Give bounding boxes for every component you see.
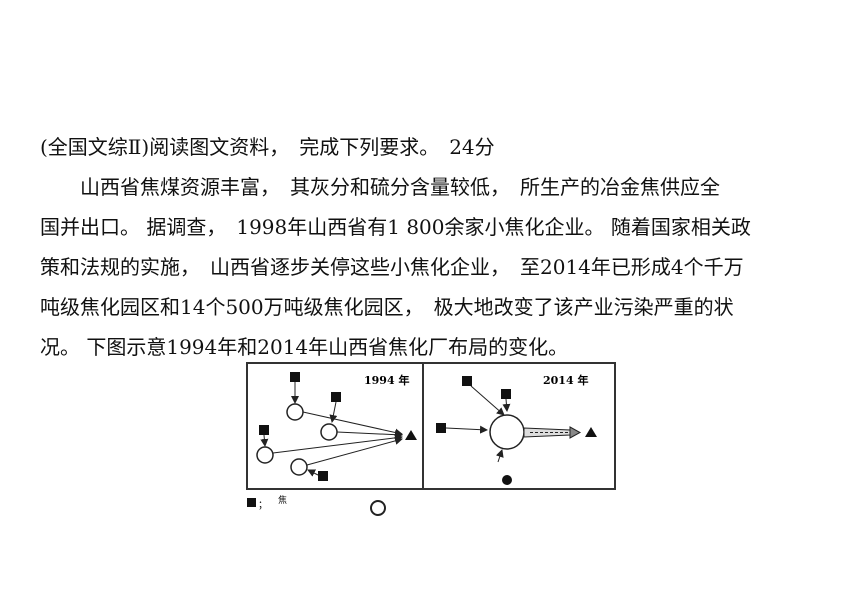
small-coking-plant-icon xyxy=(290,458,308,476)
paragraph-line-5: 况。 下图示意1994年和2014年山西省焦化厂布局的变化。 xyxy=(40,335,569,359)
coal-mine-icon xyxy=(331,392,341,402)
coal-mine-icon xyxy=(462,376,472,386)
small-coking-plant-icon xyxy=(320,423,338,441)
coal-mine-icon xyxy=(318,471,328,481)
legend-circle-icon xyxy=(370,500,386,516)
black-dot-icon xyxy=(502,475,512,485)
coal-mine-icon xyxy=(501,389,511,399)
coal-mine-icon xyxy=(436,423,446,433)
coking-park-icon xyxy=(489,414,525,450)
coal-mine-icon xyxy=(290,372,300,382)
paragraph-line-3: 策和法规的实施， 山西省逐步关停这些小焦化企业， 至2014年已形成4个千万 xyxy=(40,255,744,279)
market-triangle-icon xyxy=(405,430,417,440)
question-header: (全国文综Ⅱ)阅读图文资料， 完成下列要求。 24分 xyxy=(40,135,495,159)
coal-mine-icon xyxy=(259,425,269,435)
small-coking-plant-icon xyxy=(256,446,274,464)
legend-square-icon xyxy=(247,498,256,507)
paragraph-line-4: 吨级焦化园区和14个500万吨级焦化园区， 极大地改变了该产业污染严重的状 xyxy=(40,295,734,319)
panel-label-1994: 1994 年 xyxy=(364,373,409,387)
diagram-svg: 1994 年 2014 年 xyxy=(256,364,597,488)
legend-note: 焦 xyxy=(278,496,288,506)
market-triangle-icon xyxy=(585,427,597,437)
small-coking-plant-icon xyxy=(286,403,304,421)
layout-diagram: 1994 年 2014 年 xyxy=(246,362,616,490)
legend-square-text: ； xyxy=(258,500,268,511)
paragraph-line-2: 国并出口。 据调查， 1998年山西省有1 800余家小焦化企业。 随着国家相关… xyxy=(40,215,751,239)
panel-label-2014: 2014 年 xyxy=(543,373,588,387)
paragraph-line-1: 山西省焦煤资源丰富， 其灰分和硫分含量较低， 所生产的冶金焦供应全 xyxy=(40,175,720,199)
